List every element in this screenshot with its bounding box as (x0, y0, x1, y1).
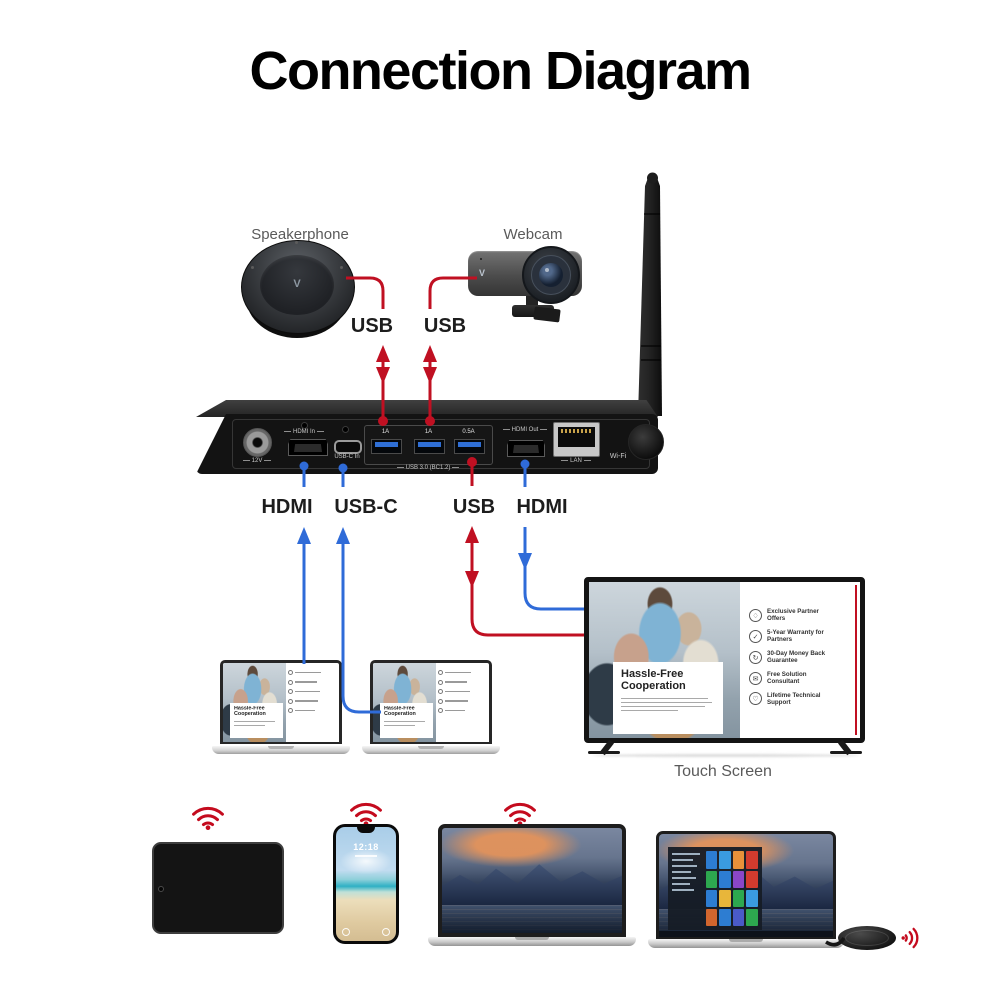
laptop-base (648, 939, 844, 948)
phone-notch (357, 827, 375, 833)
power-port-label: 12V (226, 458, 288, 464)
wifi-icon (350, 802, 382, 827)
wifi-icon (504, 802, 536, 827)
usb1-current-label: 1A (381, 429, 390, 435)
speakerphone-disc (260, 255, 334, 315)
laptop-hdmi-label: HDMI (261, 496, 313, 518)
camera-icon (382, 928, 390, 936)
slide-bullet: ♢ Exclusive Partner Offers (749, 608, 849, 623)
slide-bullet: ♡ Lifetime Technical Support (749, 692, 849, 707)
page-title: Connection Diagram (249, 41, 752, 101)
slide-bullet: ↻ 30-Day Money Back Guarantee (749, 650, 849, 665)
webcam-label: Webcam (503, 226, 563, 243)
slide-bullet-list (288, 670, 336, 714)
wifi-icon (192, 806, 224, 831)
flashlight-icon (342, 928, 350, 936)
touch-screen-tv: Hassle-Free Cooperation ♢ Exclusive Part… (584, 577, 865, 743)
wireless-phone: 12:18 (333, 824, 399, 944)
hdmi-in-port (288, 439, 328, 456)
slide-card: Hassle-Free Cooperation (229, 703, 284, 739)
laptop-base (428, 937, 636, 946)
speakerphone-label: Speakerphone (251, 226, 349, 243)
windows-start-menu (667, 847, 762, 930)
laptop-screen (438, 824, 626, 937)
speakerphone-image: V (241, 240, 355, 340)
windows-taskbar (659, 931, 833, 937)
usb-group-label: USB 3.0 (BC1.2) (381, 465, 475, 471)
hdmi-out-label: HDMI Out (494, 427, 556, 433)
slide-bullet-list: ♢ Exclusive Partner Offers ✓ 5-Year Warr… (749, 608, 849, 706)
laptop-usbc-source: Hassle-Free Cooperation (362, 660, 500, 754)
laptop-hdmi-source: Hassle-Free Cooperation (212, 660, 350, 754)
mic-hole (301, 422, 308, 429)
webcam-image: V (468, 246, 588, 323)
wifi-label: Wi-Fi (609, 453, 627, 460)
laptop-screen: Hassle-Free Cooperation (370, 660, 492, 744)
warranty-icon: ✓ (749, 629, 762, 643)
tv-foot (588, 751, 620, 754)
laptop-base (212, 746, 350, 754)
lan-label: LAN (552, 458, 600, 464)
phone-lock-time: 12:18 (353, 842, 379, 852)
consultant-icon: ✉ (749, 671, 762, 685)
usb3-current-label: 0.5A (462, 429, 475, 435)
laptop-screen: Hassle-Free Cooperation (220, 660, 342, 744)
dongle-laptop (648, 831, 844, 948)
laptop-usbc-label: USB-C (334, 496, 398, 518)
power-jack (243, 428, 272, 457)
slide-bullet: ✉ Free Solution Consultant (749, 671, 849, 686)
slide-heading: Hassle-Free Cooperation (621, 668, 686, 692)
tv-foot (830, 751, 862, 754)
tv-hdmi-label: HDMI (516, 496, 568, 518)
webcam-usb-label: USB (423, 315, 467, 337)
usb-port-2 (414, 439, 445, 454)
slide-card: Hassle-Free Cooperation (613, 662, 723, 734)
webcam-lens (522, 246, 580, 304)
wireless-dongle (838, 926, 896, 950)
speakerphone-usb-label: USB (350, 315, 394, 337)
speakerphone-led (340, 266, 343, 269)
hdmi-out-port (507, 440, 545, 457)
wireless-laptop (428, 824, 636, 946)
touch-screen-label: Touch Screen (674, 763, 772, 780)
slide-accent-line (855, 585, 857, 735)
support-icon: ♡ (749, 692, 762, 706)
phone-lock-date (355, 855, 377, 857)
usb-port-3 (454, 439, 485, 454)
start-menu-list (671, 851, 703, 925)
usbc-in-port (334, 440, 362, 454)
reset-hole (342, 426, 349, 433)
laptop-screen (656, 831, 836, 940)
brand-logo: V (479, 268, 486, 278)
webcam-clamp (533, 306, 561, 323)
usb2-current-label: 1A (424, 429, 433, 435)
hub-top-surface (196, 400, 658, 417)
slide-bullet: ✓ 5-Year Warranty for Partners (749, 629, 849, 644)
phone-wallpaper: 12:18 (336, 827, 396, 941)
signal-icon (901, 927, 919, 949)
start-menu-tiles (705, 851, 758, 926)
antenna-base (628, 424, 664, 460)
touch-usb-label: USB (452, 496, 496, 518)
usb-port-1 (371, 439, 402, 454)
usbc-in-label: USB-C In (334, 454, 360, 460)
slide-card: Hassle-Free Cooperation (379, 703, 434, 739)
speakerphone-led (251, 266, 254, 269)
lan-port (553, 422, 600, 457)
speakerphone-led (295, 241, 298, 244)
hub-device: 12V HDMI In USB-C In 1A 1A 0.5A USB 3.0 … (196, 400, 666, 478)
wireless-tablet (152, 842, 284, 934)
money-back-icon: ↻ (749, 650, 762, 664)
offers-icon: ♢ (749, 608, 762, 622)
slide-bullet-list (438, 670, 486, 714)
webcam-mic-hole (480, 258, 482, 260)
tv-shadow (592, 754, 860, 757)
tablet-camera (158, 886, 164, 892)
laptop-base (362, 746, 500, 754)
usb-port-group: 1A 1A 0.5A (364, 425, 493, 465)
brand-logo: V (293, 278, 301, 290)
laptop-wallpaper (442, 828, 622, 933)
hdmi-in-label: HDMI In (276, 429, 332, 435)
